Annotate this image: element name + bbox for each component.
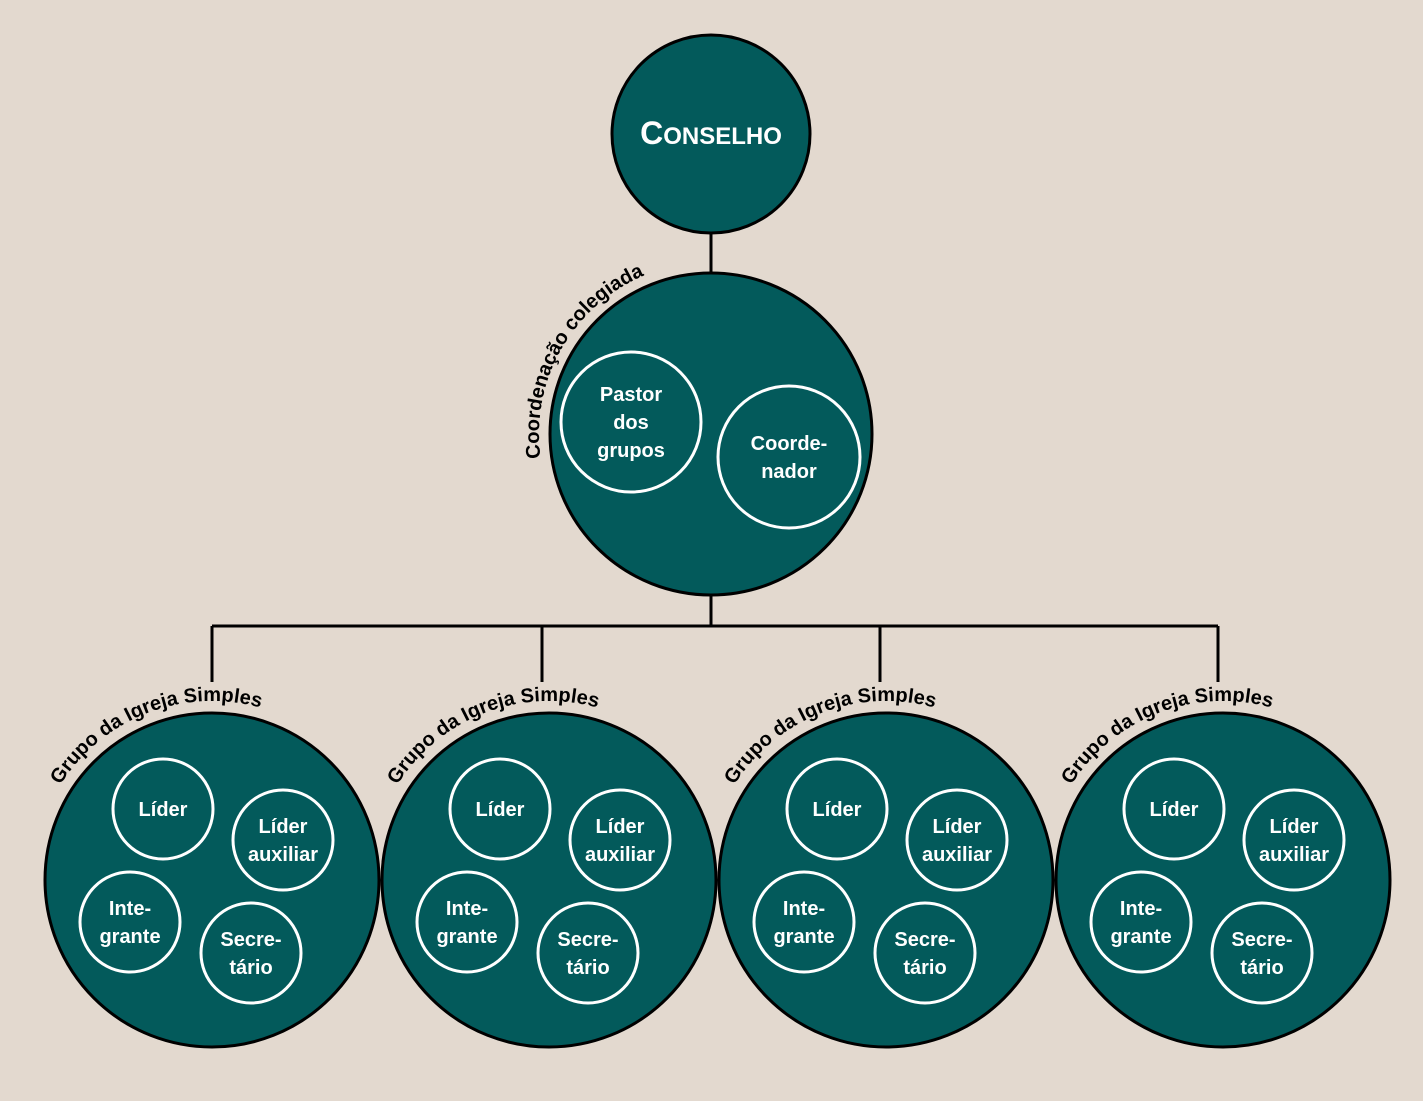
pastor-dos-grupos-circle	[559, 350, 703, 494]
lider-auxiliar-label-line: auxiliar	[585, 844, 655, 866]
lider-auxiliar: Líder auxiliar	[1242, 788, 1346, 892]
grupo-node-4: Grupo da Igreja SimplesLíderLíderauxilia…	[1054, 684, 1392, 1049]
pastor-dos-grupos-label-line: Pastor	[600, 384, 662, 406]
integrante: Inte-grante	[415, 870, 519, 974]
lider: Líder	[111, 757, 215, 861]
lider-auxiliar-circle	[231, 788, 335, 892]
lider-label-line: Líder	[1150, 799, 1199, 821]
pastor-dos-grupos-label-line: grupos	[597, 440, 665, 462]
grupo-circle	[717, 711, 1055, 1049]
integrante-label-line: Inte-	[446, 898, 488, 920]
lider-circle	[448, 757, 552, 861]
secretario-label-line: tário	[566, 957, 609, 979]
integrante: Inte-grante	[752, 870, 856, 974]
lider-auxiliar: Líder auxiliar	[568, 788, 672, 892]
integrante-label-line: Inte-	[1120, 898, 1162, 920]
lider-circle	[111, 757, 215, 861]
integrante-circle	[78, 870, 182, 974]
secretario-label-line: tário	[229, 957, 272, 979]
integrante-label-line: Inte-	[109, 898, 151, 920]
grupo-circle	[380, 711, 718, 1049]
secretario-circle	[536, 901, 640, 1005]
secretario-label-line: tário	[903, 957, 946, 979]
grupo-circle	[43, 711, 381, 1049]
lider-auxiliar-label-line: auxiliar	[1259, 844, 1329, 866]
secretario-circle	[873, 901, 977, 1005]
grupo-node-3: Grupo da Igreja SimplesLíderLíderauxilia…	[717, 684, 1055, 1049]
lider-label-line: Líder	[813, 799, 862, 821]
lider-label-line: Líder	[476, 799, 525, 821]
secretario-label-line: tário	[1240, 957, 1283, 979]
secretario-label-line: Secre-	[557, 929, 618, 951]
lider-auxiliar-label-line: Líder	[596, 816, 645, 838]
lider-auxiliar-label-line: Líder	[259, 816, 308, 838]
secretario: Secre-tário	[536, 901, 640, 1005]
lider-auxiliar-circle	[1242, 788, 1346, 892]
lider-auxiliar: Líder auxiliar	[905, 788, 1009, 892]
integrante-label-line: grante	[773, 926, 834, 948]
secretario-circle	[199, 901, 303, 1005]
coordenador-label-line: Coorde-	[751, 433, 828, 455]
conselho-label: CONSELHO	[640, 115, 782, 151]
lider-auxiliar-circle	[568, 788, 672, 892]
integrante-circle	[415, 870, 519, 974]
lider: Líder	[448, 757, 552, 861]
grupo-node-1: Grupo da Igreja SimplesLíderLíderauxilia…	[43, 684, 381, 1049]
lider-circle	[1122, 757, 1226, 861]
secretario-label-line: Secre-	[220, 929, 281, 951]
lider-auxiliar-label-line: Líder	[1270, 816, 1319, 838]
integrante-label-line: grante	[99, 926, 160, 948]
secretario-circle	[1210, 901, 1314, 1005]
lider-auxiliar-label-line: Líder	[933, 816, 982, 838]
integrante: Inte-grante	[78, 870, 182, 974]
lider-auxiliar-label-line: auxiliar	[248, 844, 318, 866]
conselho-circle	[610, 33, 812, 235]
secretario: Secre-tário	[873, 901, 977, 1005]
grupo-node-2: Grupo da Igreja SimplesLíderLíderauxilia…	[380, 684, 718, 1049]
pastor-dos-grupos: Pastor dos grupos	[559, 350, 703, 494]
lider-auxiliar: Líder auxiliar	[231, 788, 335, 892]
secretario-label-line: Secre-	[1231, 929, 1292, 951]
integrante-circle	[752, 870, 856, 974]
coordenador: Coorde-nador	[716, 384, 862, 530]
lider-auxiliar-circle	[905, 788, 1009, 892]
secretario: Secre-tário	[1210, 901, 1314, 1005]
coordenador-circle	[716, 384, 862, 530]
integrante-label-line: Inte-	[783, 898, 825, 920]
lider: Líder	[785, 757, 889, 861]
coordenador-label-line: nador	[761, 461, 817, 483]
integrante-circle	[1089, 870, 1193, 974]
connectors	[210, 232, 1220, 682]
grupo-circle	[1054, 711, 1392, 1049]
integrante: Inte-grante	[1089, 870, 1193, 974]
secretario-label-line: Secre-	[894, 929, 955, 951]
conselho-node: CONSELHO	[610, 33, 812, 235]
lider-label-line: Líder	[139, 799, 188, 821]
lider: Líder	[1122, 757, 1226, 861]
integrante-label-line: grante	[1110, 926, 1171, 948]
lider-auxiliar-label-line: auxiliar	[922, 844, 992, 866]
integrante-label-line: grante	[436, 926, 497, 948]
pastor-dos-grupos-label-line: dos	[613, 412, 649, 434]
groups-layer: Grupo da Igreja SimplesLíderLíderauxilia…	[43, 684, 1392, 1049]
lider-circle	[785, 757, 889, 861]
secretario: Secre-tário	[199, 901, 303, 1005]
